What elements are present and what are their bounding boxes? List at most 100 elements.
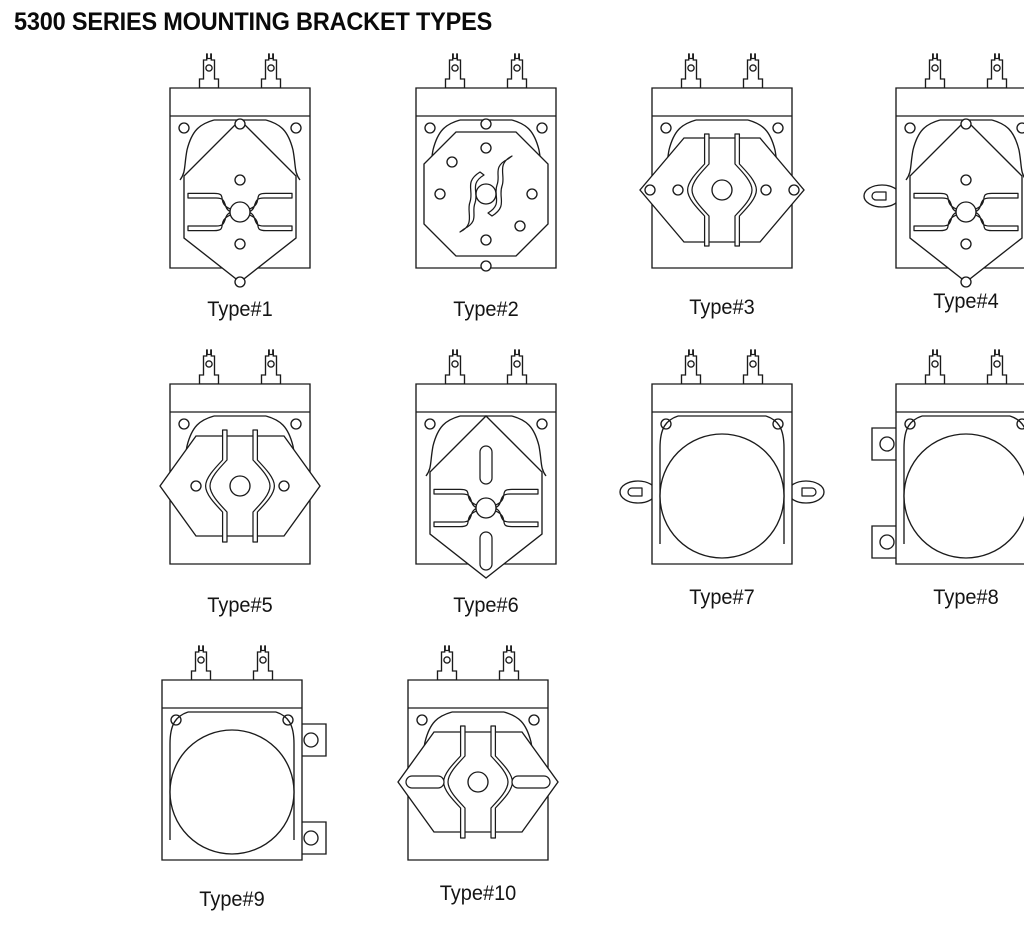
oval-slot <box>406 776 444 788</box>
axis-hole <box>515 221 525 231</box>
terminal-hole <box>206 65 212 71</box>
arched-slot <box>914 210 1018 230</box>
bracket-drawing-2 <box>358 46 614 296</box>
center-hole <box>712 180 732 200</box>
terminal-hole <box>452 65 458 71</box>
terminal-hole <box>750 361 756 367</box>
axis-hole <box>235 239 245 249</box>
shoulder-curve <box>512 416 546 476</box>
bracket-cell-type-7[interactable]: Type#7 <box>594 342 850 634</box>
oval-ear <box>620 481 656 503</box>
bracket-drawing-5 <box>112 342 368 592</box>
corner-hole <box>529 715 539 725</box>
bracket-drawing-4 <box>838 46 1024 296</box>
terminal-hole <box>206 361 212 367</box>
terminal-hole <box>268 65 274 71</box>
terminal-hole <box>268 361 274 367</box>
bracket-cell-type-9[interactable]: Type#9 <box>104 638 360 930</box>
shoulder-curve <box>906 120 940 180</box>
bracket-cell-type-3[interactable]: Type#3 <box>594 46 850 338</box>
vertical-slot <box>480 446 492 484</box>
tip-hole <box>481 261 491 271</box>
corner-hole <box>537 123 547 133</box>
wavy-slot <box>488 156 512 216</box>
corner-hole <box>179 123 189 133</box>
shoulder-curve <box>180 120 214 180</box>
axis-hole <box>673 185 683 195</box>
arched-slot <box>914 193 1018 213</box>
bracket-cell-type-2[interactable]: Type#2 <box>358 46 614 338</box>
corner-hole <box>537 419 547 429</box>
bowed-slot <box>206 430 227 542</box>
corner-hole <box>291 123 301 133</box>
terminal-hole <box>688 65 694 71</box>
terminal-hole <box>452 361 458 367</box>
arched-slot <box>434 489 538 509</box>
tip-hole <box>961 277 971 287</box>
arched-slot <box>434 506 538 526</box>
apex-hole <box>235 119 245 129</box>
coil-shoulder <box>904 416 1024 544</box>
tip-hole <box>235 277 245 287</box>
bracket-cell-type-10[interactable]: Type#10 <box>350 638 606 930</box>
bracket-label-type-6: Type#6 <box>453 594 519 617</box>
bracket-cell-type-6[interactable]: Type#6 <box>358 342 614 634</box>
corner-hole <box>179 419 189 429</box>
shoulder-curve <box>266 120 300 180</box>
axis-hole <box>527 189 537 199</box>
coil-shoulder <box>660 416 784 544</box>
terminal-hole <box>198 657 204 663</box>
axis-hole <box>789 185 799 195</box>
terminal-hole <box>506 657 512 663</box>
coil-circle <box>660 434 784 558</box>
bracket-drawing-3 <box>594 46 850 296</box>
corner-hole <box>291 419 301 429</box>
terminal-hole <box>260 657 266 663</box>
corner-hole <box>661 123 671 133</box>
mounting-plate <box>430 416 542 578</box>
center-hole <box>476 184 496 204</box>
arched-slot <box>188 210 292 230</box>
arched-slot <box>188 193 292 213</box>
terminal-hole <box>514 65 520 71</box>
terminal-hole <box>514 361 520 367</box>
bracket-drawing-1 <box>112 46 368 296</box>
axis-hole <box>447 157 457 167</box>
terminal-hole <box>688 361 694 367</box>
page-title: 5300 SERIES MOUNTING BRACKET TYPES <box>14 8 493 36</box>
terminal-hole <box>994 361 1000 367</box>
bracket-label-type-2: Type#2 <box>453 298 519 321</box>
bracket-drawing-10 <box>350 638 606 888</box>
terminal-hole <box>444 657 450 663</box>
center-hole <box>956 202 976 222</box>
oval-ear <box>788 481 824 503</box>
bracket-cell-type-8[interactable]: Type#8 <box>838 342 1024 634</box>
oval-ear <box>864 185 900 207</box>
bowed-slot <box>491 726 512 838</box>
axis-hole <box>761 185 771 195</box>
terminal-hole <box>994 65 1000 71</box>
bracket-drawing-8 <box>838 342 1024 592</box>
bracket-cell-type-1[interactable]: Type#1 <box>112 46 368 338</box>
axis-hole <box>191 481 201 491</box>
center-hole <box>476 498 496 518</box>
corner-hole <box>1017 123 1024 133</box>
terminal-hole <box>932 65 938 71</box>
oval-slot <box>512 776 550 788</box>
corner-hole <box>905 123 915 133</box>
corner-hole <box>425 419 435 429</box>
bowed-slot <box>444 726 465 838</box>
terminal-hole <box>932 361 938 367</box>
bracket-cell-type-5[interactable]: Type#5 <box>112 342 368 634</box>
coil-circle <box>170 730 294 854</box>
bracket-drawing-9 <box>104 638 360 888</box>
center-hole <box>468 772 488 792</box>
vertical-slot <box>480 532 492 570</box>
bracket-label-type-10: Type#10 <box>439 882 517 905</box>
coil-circle <box>904 434 1024 558</box>
bracket-cell-type-4[interactable]: Type#4 <box>838 46 1024 338</box>
apex-hole <box>481 119 491 129</box>
bracket-label-type-7: Type#7 <box>689 586 755 609</box>
bracket-label-type-5: Type#5 <box>207 594 273 617</box>
